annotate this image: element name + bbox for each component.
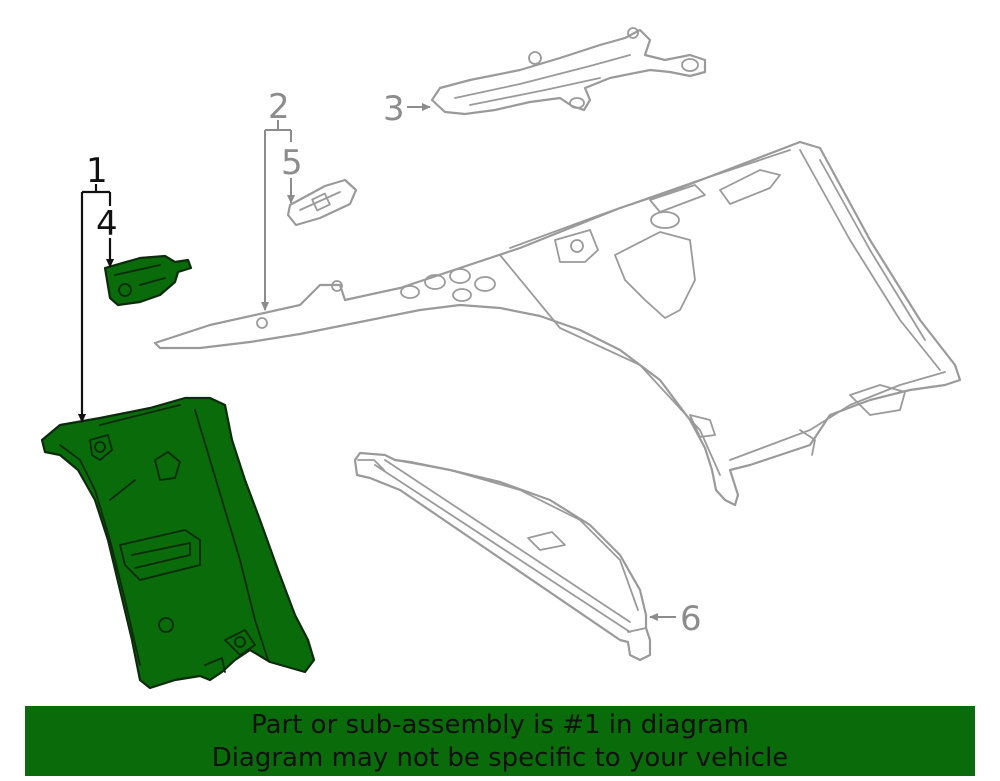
leader-2-5 bbox=[261, 120, 295, 311]
banner-line-2: Diagram may not be specific to your vehi… bbox=[211, 743, 789, 773]
part-4-clip-highlighted bbox=[103, 254, 193, 307]
callout-4: 4 bbox=[96, 204, 118, 244]
callout-5: 5 bbox=[281, 143, 303, 183]
callout-1: 1 bbox=[86, 151, 108, 191]
callout-6: 6 bbox=[680, 599, 702, 639]
banner-line-1: Part or sub-assembly is #1 in diagram bbox=[251, 710, 749, 740]
part-5-clip bbox=[286, 178, 358, 227]
part-2-trim-frame bbox=[153, 140, 962, 507]
part-6-cargo-cover bbox=[353, 451, 652, 662]
part-1-pillar-trim-highlighted bbox=[40, 396, 316, 690]
callout-3: 3 bbox=[383, 89, 405, 129]
callout-2: 2 bbox=[268, 87, 290, 127]
info-banner: Part or sub-assembly is #1 in diagram Di… bbox=[25, 706, 975, 776]
part-3-rail-bracket bbox=[430, 27, 707, 116]
leader-1-4 bbox=[78, 184, 114, 423]
parts-diagram: 1 2 3 4 5 6 bbox=[40, 27, 962, 690]
